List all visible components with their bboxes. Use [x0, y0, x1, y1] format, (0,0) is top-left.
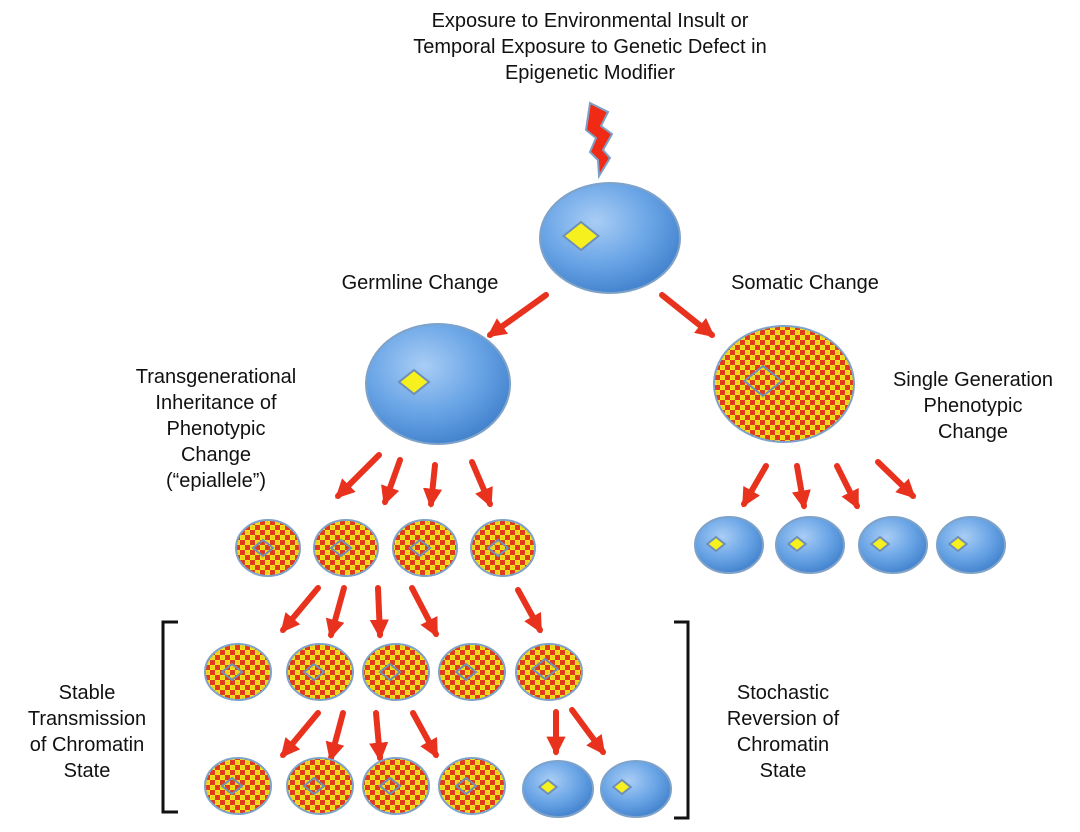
somatic-cell-nucleus	[742, 364, 784, 398]
gen1-cell-3-nucleus	[408, 538, 432, 558]
gen1-cell-4	[470, 519, 536, 577]
stable-transmission-label: Stable Transmission of Chromatin State	[27, 682, 147, 782]
stochastic-reversion-label: Stochastic Reversion of Chromatin State	[726, 682, 840, 782]
gen1-cell-2-nucleus	[329, 538, 353, 558]
somatic-cell	[713, 325, 855, 443]
gen3-cell-1	[204, 757, 272, 815]
germline-cell-body	[365, 323, 511, 445]
arrow-14	[409, 585, 439, 638]
source-cell-body	[539, 182, 681, 294]
gen2-cell-5	[515, 643, 583, 701]
gen2-cell-4	[438, 643, 506, 701]
gen1-cell-4-nucleus	[486, 538, 510, 558]
gen3-cell-4-nucleus	[454, 776, 478, 796]
source-cell	[539, 182, 681, 294]
arrow-8	[791, 463, 811, 510]
reverted-cell-1-body	[522, 760, 594, 818]
somatic-offspring-cell-4-body	[936, 516, 1006, 574]
single-generation-change-label: Single Generation Phenotypic Change	[892, 369, 1054, 443]
lightning-bolt-icon	[584, 101, 614, 180]
gen2-cell-1-nucleus	[220, 662, 244, 682]
gen2-cell-4-nucleus	[454, 662, 478, 682]
arrow-2	[659, 292, 715, 338]
gen2-cell-3-nucleus	[378, 662, 402, 682]
reverted-cell-2-body	[600, 760, 672, 818]
somatic-offspring-cell-3	[858, 516, 928, 574]
reverted-cell-1-nucleus	[537, 778, 559, 796]
gen3-cell-1-nucleus	[220, 776, 244, 796]
reverted-cell-2	[600, 760, 672, 818]
gen2-cell-2	[286, 643, 354, 701]
somatic-offspring-cell-4-nucleus	[947, 535, 969, 553]
arrow-17	[325, 710, 346, 762]
arrow-9	[834, 463, 860, 510]
somatic-offspring-cell-1-nucleus	[705, 535, 727, 553]
arrow-15	[515, 587, 543, 634]
gen2-cell-1	[204, 643, 272, 701]
arrow-13	[369, 585, 389, 639]
arrow-1	[486, 292, 549, 338]
somatic-offspring-cell-3-nucleus	[869, 535, 891, 553]
cells-layer	[204, 182, 1006, 818]
somatic-offspring-cell-2-body	[775, 516, 845, 574]
gen3-cell-3	[362, 757, 430, 815]
exposure-title: Exposure to Environmental Insult or Temp…	[413, 10, 767, 84]
reverted-cell-2-nucleus	[611, 778, 633, 796]
arrow-5	[423, 462, 443, 508]
reverted-cell-1	[522, 760, 594, 818]
somatic-offspring-cell-2	[775, 516, 845, 574]
gen1-cell-1	[235, 519, 301, 577]
transgenerational-inheritance-label: Transgenerational Inheritance of Phenoty…	[135, 366, 297, 492]
arrow-3	[335, 452, 382, 499]
gen1-cell-1-nucleus	[251, 538, 275, 558]
gen1-cell-3	[392, 519, 458, 577]
somatic-offspring-cell-1-body	[694, 516, 764, 574]
source-cell-nucleus	[561, 220, 601, 252]
arrow-7	[741, 463, 769, 508]
somatic-offspring-cell-3-body	[858, 516, 928, 574]
arrows-layer	[280, 292, 916, 762]
right-bracket	[674, 620, 690, 820]
gen3-cell-4	[438, 757, 506, 815]
gen3-cell-3-nucleus	[378, 776, 402, 796]
gen2-cell-2-nucleus	[302, 662, 326, 682]
somatic-change-label: Somatic Change	[731, 272, 879, 294]
germline-cell-nucleus	[397, 368, 431, 396]
arrow-4	[381, 457, 403, 506]
germline-change-label: Germline Change	[341, 272, 499, 294]
gen3-cell-2-nucleus	[302, 776, 326, 796]
arrow-21	[569, 707, 606, 756]
gen1-cell-2	[313, 519, 379, 577]
somatic-cell-body	[713, 325, 855, 443]
arrow-10	[875, 459, 916, 499]
brackets-layer	[161, 620, 690, 820]
somatic-offspring-cell-4	[936, 516, 1006, 574]
arrow-6	[469, 459, 493, 508]
gen3-cell-2	[286, 757, 354, 815]
arrow-18	[369, 710, 389, 762]
left-bracket	[161, 620, 178, 814]
arrow-16	[280, 710, 321, 758]
somatic-offspring-cell-2-nucleus	[786, 535, 808, 553]
germline-cell	[365, 323, 511, 445]
somatic-offspring-cell-1	[694, 516, 764, 574]
arrow-12	[325, 585, 347, 639]
arrow-19	[410, 710, 439, 759]
gen2-cell-3	[362, 643, 430, 701]
gen2-cell-5-nucleus	[530, 657, 560, 681]
arrow-11	[280, 585, 321, 633]
